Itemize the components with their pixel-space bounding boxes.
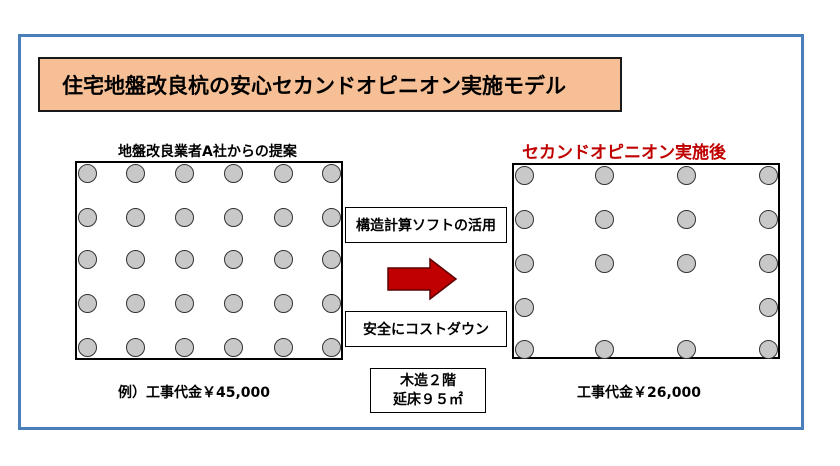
pile-marker xyxy=(594,253,614,273)
pile-marker xyxy=(174,337,194,357)
method-box: 構造計算ソフトの活用 xyxy=(345,207,507,243)
pile-marker xyxy=(594,165,614,185)
pile-marker xyxy=(77,163,97,183)
pile-marker xyxy=(273,207,293,227)
pile-marker xyxy=(321,207,341,227)
cost-after: 工事代金￥26,000 xyxy=(577,385,702,401)
pile-marker xyxy=(223,163,243,183)
pile-marker xyxy=(514,297,534,317)
pile-marker xyxy=(758,253,778,273)
building-spec-box: 木造２階 延床９５㎡ xyxy=(370,368,486,413)
pile-marker xyxy=(758,339,778,359)
pile-marker xyxy=(514,339,534,359)
pile-marker xyxy=(758,297,778,317)
title-banner: 住宅地盤改良杭の安心セカンドオピニオン実施モデル xyxy=(38,57,622,112)
pile-marker xyxy=(223,249,243,269)
page-title: 住宅地盤改良杭の安心セカンドオピニオン実施モデル xyxy=(62,73,566,98)
pile-marker xyxy=(273,163,293,183)
building-type: 木造２階 xyxy=(400,372,456,389)
pile-marker xyxy=(77,293,97,313)
pile-marker xyxy=(125,337,145,357)
pile-marker xyxy=(77,249,97,269)
left-heading: 地盤改良業者A社からの提案 xyxy=(118,144,297,160)
pile-marker xyxy=(676,209,696,229)
cost-before: 例）工事代金￥45,000 xyxy=(118,385,271,401)
pile-marker xyxy=(174,163,194,183)
pile-marker xyxy=(223,207,243,227)
pile-marker xyxy=(223,293,243,313)
pile-marker xyxy=(77,207,97,227)
pile-marker xyxy=(594,209,614,229)
pile-marker xyxy=(514,209,534,229)
pile-marker xyxy=(676,165,696,185)
pile-marker xyxy=(758,165,778,185)
pile-marker xyxy=(594,339,614,359)
pile-layout-after xyxy=(512,163,780,359)
pile-marker xyxy=(125,163,145,183)
pile-marker xyxy=(273,337,293,357)
pile-marker xyxy=(125,207,145,227)
pile-marker xyxy=(273,293,293,313)
pile-marker xyxy=(174,249,194,269)
pile-marker xyxy=(125,293,145,313)
pile-marker xyxy=(125,249,145,269)
benefit-box: 安全にコストダウン xyxy=(345,311,507,347)
pile-marker xyxy=(223,337,243,357)
pile-marker xyxy=(321,249,341,269)
pile-marker xyxy=(321,293,341,313)
pile-marker xyxy=(174,293,194,313)
pile-marker xyxy=(514,253,534,273)
floor-area: 延床９５㎡ xyxy=(393,391,463,408)
pile-marker xyxy=(77,337,97,357)
right-heading: セカンドオピニオン実施後 xyxy=(522,143,726,163)
method-label: 構造計算ソフトの活用 xyxy=(356,218,496,234)
pile-marker xyxy=(321,337,341,357)
pile-marker xyxy=(676,339,696,359)
pile-marker xyxy=(758,209,778,229)
pile-marker xyxy=(321,163,341,183)
pile-marker xyxy=(676,253,696,273)
benefit-label: 安全にコストダウン xyxy=(363,322,489,338)
right-arrow-icon xyxy=(387,257,458,301)
pile-layout-before xyxy=(75,161,343,360)
pile-marker xyxy=(514,165,534,185)
pile-marker xyxy=(174,207,194,227)
pile-marker xyxy=(273,249,293,269)
